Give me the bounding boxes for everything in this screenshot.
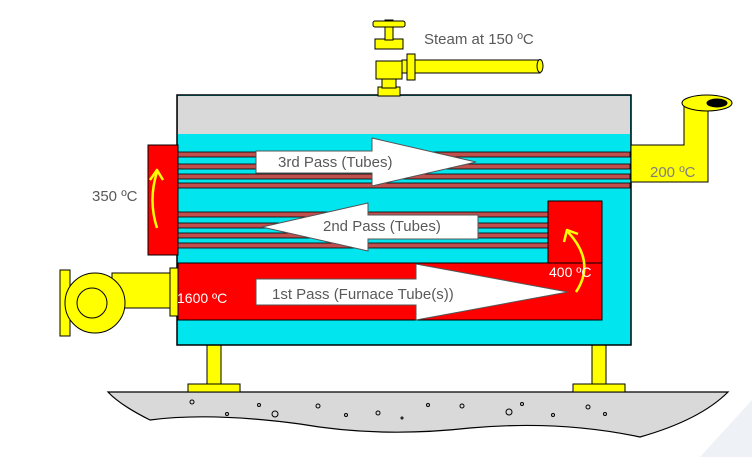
- reversal-curve-arrows: [148, 168, 586, 293]
- exhaust-stack: [630, 94, 733, 183]
- steam-valve: [372, 19, 544, 97]
- reversal-temp-label: 400 ºC: [549, 264, 591, 280]
- first-pass-arrow: [255, 263, 569, 321]
- second-pass-label: 2nd Pass (Tubes): [323, 218, 441, 235]
- third-pass-label: 3rd Pass (Tubes): [278, 154, 393, 171]
- front-temp-label: 350 ºC: [92, 188, 138, 205]
- second-pass-arrow: [261, 202, 479, 252]
- flow-arrows: [255, 137, 569, 321]
- burner-blower: [59, 267, 179, 337]
- steam-space: [178, 96, 630, 134]
- burner-temp-label: 1600 ºC: [177, 290, 227, 306]
- exhaust-temp-label: 200 ºC: [650, 164, 696, 181]
- steam-label: Steam at 150 ºC: [424, 31, 534, 48]
- ground-slab: [106, 391, 730, 438]
- first-pass-label: 1st Pass (Furnace Tube(s)): [272, 286, 454, 303]
- support-legs: [187, 343, 626, 393]
- third-pass-arrow: [255, 137, 477, 187]
- background-swoosh: [700, 400, 752, 457]
